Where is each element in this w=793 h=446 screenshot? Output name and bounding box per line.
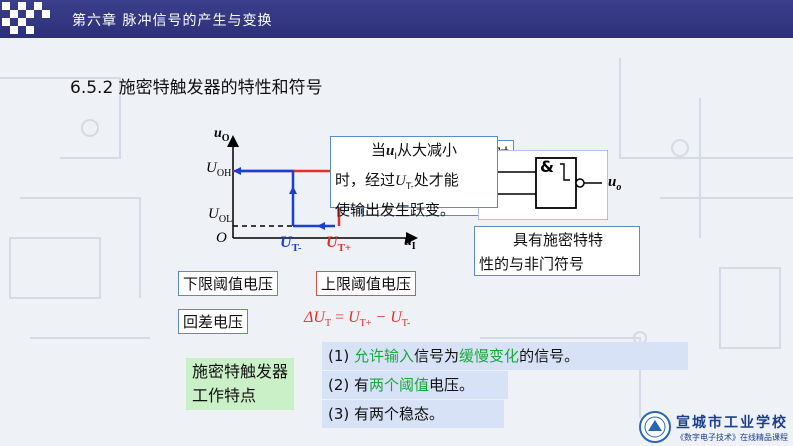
feature-item-3: (3) 有两个稳态。 [322,400,504,428]
blue-arrow-left-lower [317,222,325,230]
school-branding: 宣城市工业学校 《数字电子技术》在线精品课程 [636,408,793,446]
blue-arrow-up [289,186,297,194]
chapter-title: 第六章 脉冲信号的产生与变换 [72,13,273,29]
school-subtitle: 《数字电子技术》在线精品课程 [676,433,788,442]
ut-plus-label: UT+ [326,234,352,255]
hysteresis-label: 回差电压 [178,309,249,334]
origin-label: O [216,230,227,246]
gate-output-label: uo [608,174,622,193]
school-name: 宣城市工业学校 [676,415,788,431]
blue-arrow-left-upper [233,167,241,175]
uol-label: UOL [208,206,233,225]
uoh-label: UOH [206,160,232,179]
y-axis-label: uO [214,126,230,144]
upper-threshold-label: 上限阈值电压 [316,271,417,296]
ut-minus-label: UT- [280,234,302,255]
feature-item-2: (2) 有两个阈值电压。 [322,371,508,399]
section-title: 6.5.2 施密特触发器的特性和符号 [70,78,323,98]
callout-decrease: 当uI从大减小 时，经过UT-处才能 使输出发生跃变。 [330,136,498,219]
lower-threshold-label: 下限阈值电压 [178,271,279,296]
header-bar: 第六章 脉冲信号的产生与变换 [0,0,793,38]
x-axis-label: uI [404,234,416,252]
symbol-caption: 具有施密特特 性的与非门符号 [474,226,640,276]
school-emblem-icon [639,411,671,443]
checker-logo-icon [2,2,50,34]
schmitt-nand-gate-symbol [478,150,608,220]
feature-item-1: (1) 允许输入信号为缓慢变化的信号。 [322,342,688,370]
features-title: 施密特触发器工作特点 [186,358,294,410]
gate-and-symbol: & [540,157,554,176]
hysteresis-formula: ΔUT = UT+ − UT- [304,309,411,330]
